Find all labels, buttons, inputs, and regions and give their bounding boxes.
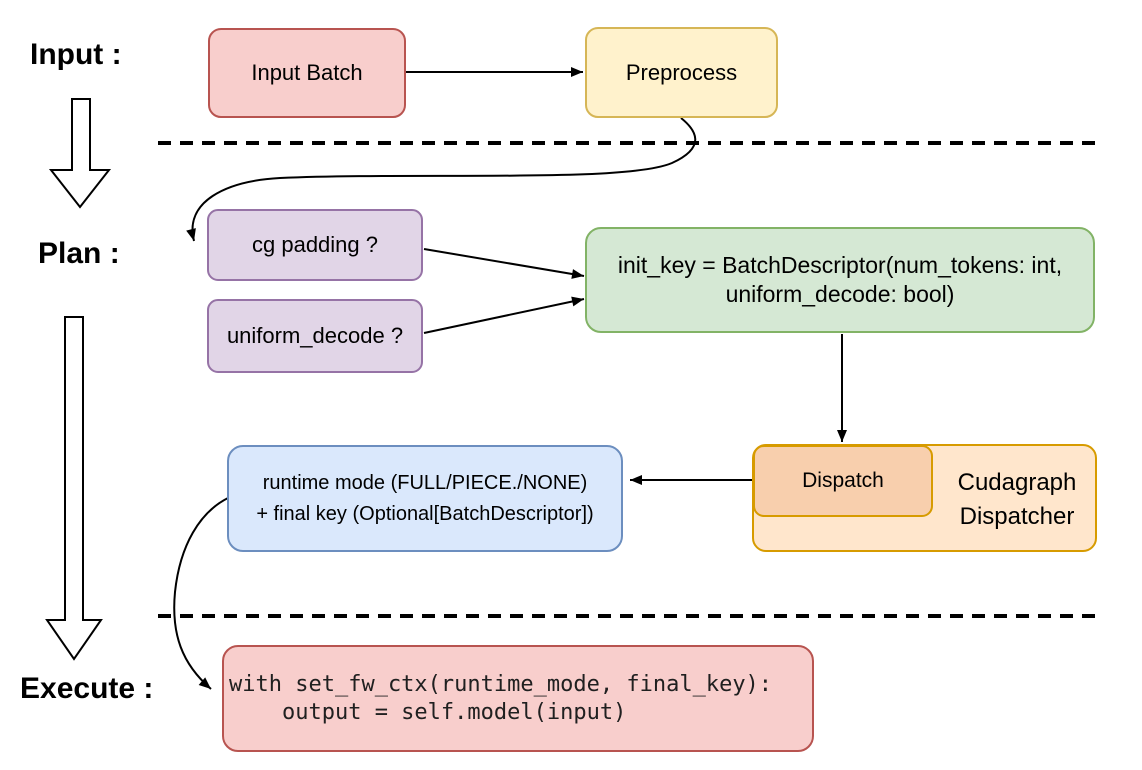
node-dispatch: Dispatch [753, 445, 933, 517]
phase-label-execute: Execute : [20, 672, 154, 705]
block-arrow-input-to-plan [48, 98, 112, 209]
node-preprocess: Preprocess [585, 27, 778, 118]
arrow-uniform-decode-to-init-key [423, 296, 585, 334]
runtime-mode-line1: runtime mode (FULL/PIECE./NONE) [262, 471, 588, 494]
dispatch-label: Dispatch [802, 469, 884, 492]
execute-code-line1: with set_fw_ctx(runtime_mode, final_key)… [229, 671, 773, 697]
node-uniform-decode: uniform_decode ? [207, 299, 423, 373]
node-input-batch: Input Batch [208, 28, 406, 118]
execute-code-line2: output = self.model(input) [229, 699, 627, 725]
input-batch-label: Input Batch [251, 60, 363, 85]
preprocess-label: Preprocess [625, 59, 738, 85]
node-runtime-mode: runtime mode (FULL/PIECE./NONE) + final … [227, 445, 623, 552]
cudagraph-dispatcher-label: Cudagraph Dispatcher [935, 446, 1099, 550]
init-key-line1: init_key = BatchDescriptor(num_tokens: i… [617, 252, 1063, 278]
node-cg-padding: cg padding ? [207, 209, 423, 281]
node-init-key: init_key = BatchDescriptor(num_tokens: i… [585, 227, 1095, 333]
uniform-decode-label: uniform_decode ? [226, 323, 404, 348]
node-execute-code: with set_fw_ctx(runtime_mode, final_key)… [222, 645, 814, 752]
cudagraph-dispatcher-line2: Dispatcher [959, 503, 1075, 530]
runtime-mode-line2: + final key (Optional[BatchDescriptor]) [256, 502, 594, 525]
init-key-line2: uniform_decode: bool) [725, 281, 955, 307]
cudagraph-dispatcher-line1: Cudagraph [957, 469, 1077, 496]
arrow-preprocess-to-cg-padding [186, 117, 697, 242]
arrow-runtime-mode-to-execute-code [173, 497, 229, 690]
arrow-cg-padding-to-init-key [423, 248, 585, 279]
cg-padding-label: cg padding ? [252, 232, 378, 257]
phase-label-input: Input : [30, 38, 122, 71]
block-arrow-plan-to-execute [45, 316, 103, 661]
phase-label-plan: Plan : [38, 237, 120, 270]
